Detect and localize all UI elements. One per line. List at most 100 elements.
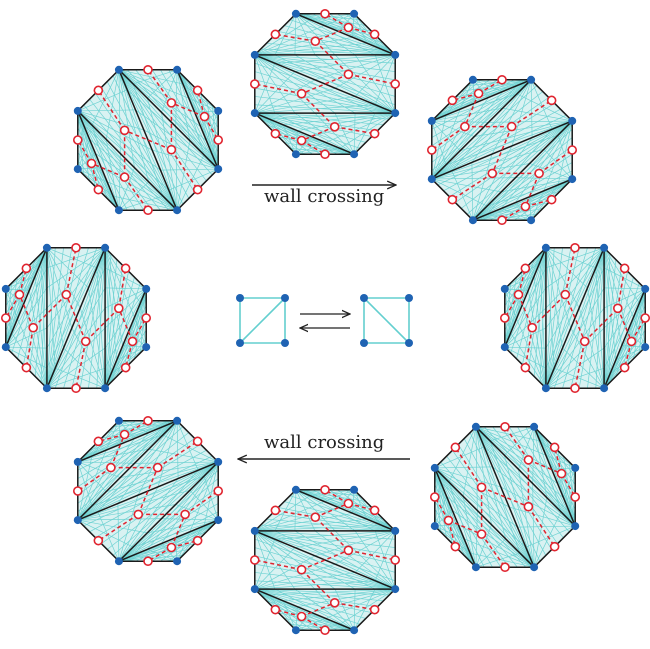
fan-line xyxy=(118,195,164,211)
dual-node xyxy=(93,436,104,447)
dual-edge xyxy=(91,162,125,178)
fan-line xyxy=(46,247,106,329)
fan-line xyxy=(77,461,135,464)
dual-edge xyxy=(157,440,199,469)
dual-node xyxy=(143,205,153,216)
fan-line xyxy=(77,110,153,151)
vertex-dot xyxy=(42,243,51,252)
octagon-upper-right xyxy=(426,74,578,226)
fan-line xyxy=(527,247,547,371)
fan-line xyxy=(431,79,532,155)
dual-node xyxy=(61,289,72,300)
fan-line xyxy=(621,288,646,371)
dual-node xyxy=(14,289,25,300)
fan-line xyxy=(434,467,510,568)
fan-line xyxy=(431,177,516,180)
fan-line xyxy=(434,466,493,469)
dual-node xyxy=(166,144,177,155)
fan-lines xyxy=(254,489,396,631)
fan-line xyxy=(254,54,276,114)
fan-line xyxy=(254,588,372,613)
fan-line xyxy=(5,287,48,348)
fan-line xyxy=(475,426,546,456)
fan-line xyxy=(434,467,518,528)
fan-line xyxy=(504,426,535,456)
diagonal-edge xyxy=(118,519,219,562)
dual-node xyxy=(390,79,401,89)
dual-node xyxy=(460,121,470,132)
fan-line xyxy=(266,42,396,56)
vertex-dot xyxy=(142,284,151,293)
dual-node xyxy=(249,555,260,565)
fan-line xyxy=(295,489,336,532)
fan-line xyxy=(475,426,541,442)
fan-line xyxy=(77,420,178,496)
dual-edge xyxy=(171,102,205,118)
fan-line xyxy=(278,507,396,532)
fan-line xyxy=(443,120,573,192)
fan-line xyxy=(431,79,532,147)
fan-line xyxy=(475,426,507,539)
dual-node xyxy=(513,289,524,300)
triangulation-edges xyxy=(254,489,396,631)
fan-line xyxy=(325,112,396,143)
fan-line xyxy=(446,455,535,568)
dual-node xyxy=(296,88,307,99)
fan-line xyxy=(254,36,353,56)
fan-line xyxy=(104,288,147,329)
fan-line xyxy=(518,469,535,568)
fan-line xyxy=(587,287,605,389)
fan-line xyxy=(557,134,573,180)
vertex-dot xyxy=(214,106,223,115)
diagonal-edge xyxy=(118,69,178,211)
fan-line xyxy=(46,247,73,389)
dual-node xyxy=(343,498,354,509)
fan-line xyxy=(77,110,144,131)
vertex-dot xyxy=(571,463,580,472)
dual-edge xyxy=(85,307,120,342)
fan-line xyxy=(545,247,588,389)
fan-line xyxy=(254,54,396,89)
fan-line xyxy=(254,530,336,590)
fan-line xyxy=(294,588,355,631)
dual-node xyxy=(320,625,330,636)
dual-node xyxy=(329,597,340,608)
fan-line xyxy=(254,25,325,56)
dual-node xyxy=(556,468,567,479)
fan-line xyxy=(152,149,219,170)
dual-edge xyxy=(454,446,483,488)
fan-line xyxy=(118,69,201,187)
fan-line xyxy=(487,213,532,221)
fan-line xyxy=(254,507,339,532)
diagonal-edge xyxy=(118,461,219,562)
fan-line xyxy=(254,588,378,608)
fan-line xyxy=(448,426,477,483)
fan-line xyxy=(492,466,576,527)
fan-line xyxy=(295,13,372,32)
square-vertex xyxy=(281,294,289,302)
dual-edge xyxy=(75,341,87,389)
fan-line xyxy=(475,426,547,556)
fan-line xyxy=(151,69,219,170)
fan-line xyxy=(254,588,322,631)
fan-line xyxy=(88,247,106,389)
fan-line xyxy=(297,588,396,608)
fan-line xyxy=(5,265,30,348)
fan-line xyxy=(203,475,219,521)
fan-line xyxy=(488,120,573,123)
fan-line xyxy=(431,120,475,137)
fan-line xyxy=(603,271,628,389)
fan-line xyxy=(294,54,396,114)
vertex-dot xyxy=(530,563,539,572)
dual-edge xyxy=(315,26,349,42)
fan-line xyxy=(120,461,219,478)
fan-line xyxy=(40,261,48,389)
fan-line xyxy=(46,247,106,269)
fan-line xyxy=(104,267,147,290)
fan-line xyxy=(587,247,605,389)
fan-lines xyxy=(254,13,396,155)
square-diagonal xyxy=(363,297,410,344)
fan-line xyxy=(254,96,396,114)
fan-line xyxy=(562,347,605,389)
fan-line xyxy=(104,288,147,369)
